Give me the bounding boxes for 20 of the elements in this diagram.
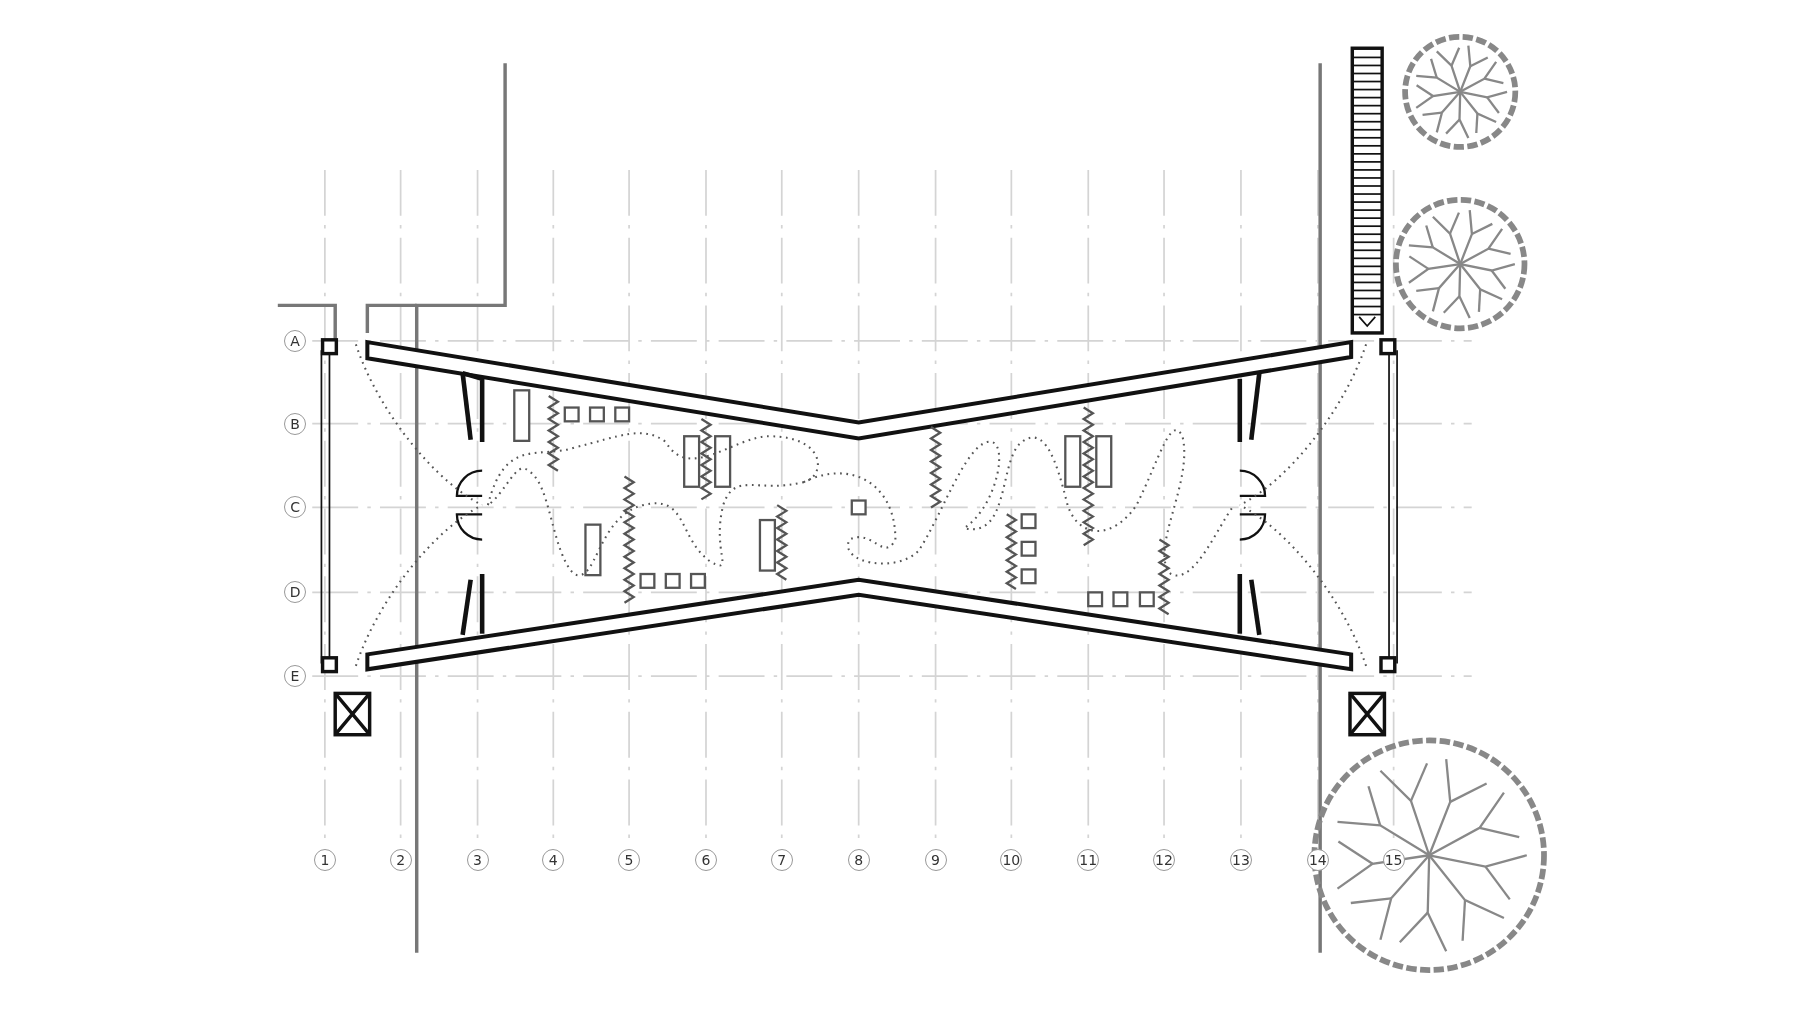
- grid-label: D: [284, 581, 306, 604]
- grid-label: 12: [1153, 848, 1175, 871]
- grid-label: 5: [618, 848, 641, 871]
- grid-label: 13: [1229, 848, 1252, 871]
- grid-label: 7: [770, 848, 793, 871]
- grid-label: 15: [1382, 848, 1405, 871]
- grid-label: A: [284, 329, 306, 352]
- grid-label: 6: [695, 848, 717, 871]
- grid-label: 11: [1077, 848, 1100, 871]
- grid-label: 1: [313, 848, 336, 871]
- grid-label: 8: [847, 848, 870, 871]
- grid-label: 2: [389, 848, 412, 871]
- grid-label: B: [284, 412, 306, 435]
- grid-label: 10: [1000, 848, 1023, 871]
- grid-label: 4: [542, 848, 565, 871]
- grid-label: C: [284, 496, 306, 519]
- grid-label: 9: [924, 848, 947, 871]
- grid-label: 14: [1306, 848, 1329, 871]
- grid-label: E: [284, 665, 306, 688]
- grid-label: 3: [466, 848, 489, 871]
